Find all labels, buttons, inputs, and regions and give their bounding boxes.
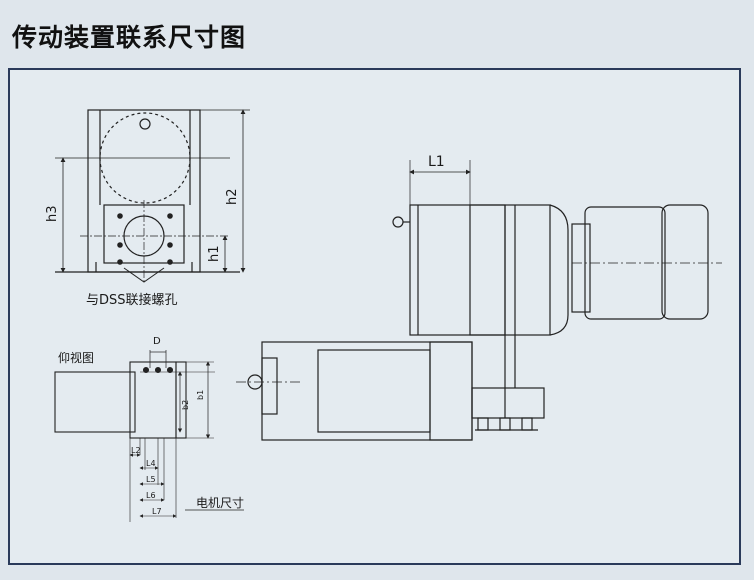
l2-label: L2 [131,446,141,455]
l4-label: L4 [146,459,156,468]
side-lower-motor [261,341,473,441]
front-view [55,109,250,283]
bottom-motor-body [54,371,136,433]
l7-label: L7 [152,507,162,516]
side-upper-housing [409,204,506,336]
b1-label: b1 [196,390,205,400]
d-label: D [153,336,161,347]
bottom-view [54,350,244,522]
h1-label: h1 [207,245,222,262]
h3-label: h3 [45,205,60,222]
l1-label: L1 [428,154,445,170]
l5-label: L5 [146,475,156,484]
dss-note: 与DSS联接螺孔 [86,292,178,308]
side-motor-flange [571,223,591,313]
side-center-block [469,204,551,336]
l6-label: L6 [146,491,156,500]
h2-label: h2 [225,188,240,205]
motor-size-note: 电机尺寸 [196,496,244,510]
side-view [236,160,722,441]
side-motor-fan [661,204,709,320]
bottom-view-label: 仰视图 [58,350,94,365]
b2-label: b2 [181,400,190,410]
page-title: 传动装置联系尺寸图 [12,23,247,52]
bottom-gearbox [129,361,177,439]
